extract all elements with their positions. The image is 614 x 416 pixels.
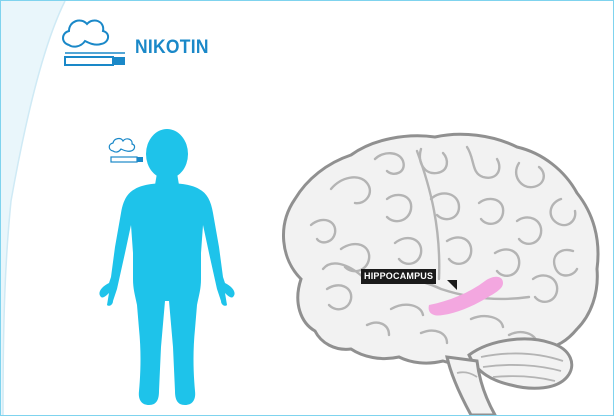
brain-icon [271,129,609,416]
page-title: NIKOTIN [135,37,209,59]
callout-pointer-icon [447,280,459,292]
hippocampus-callout: HIPPOCAMPUS [361,266,436,284]
hippocampus-label: HIPPOCAMPUS [361,269,436,284]
smoking-cigarette-icon [59,13,127,67]
human-figure-icon [97,129,239,409]
